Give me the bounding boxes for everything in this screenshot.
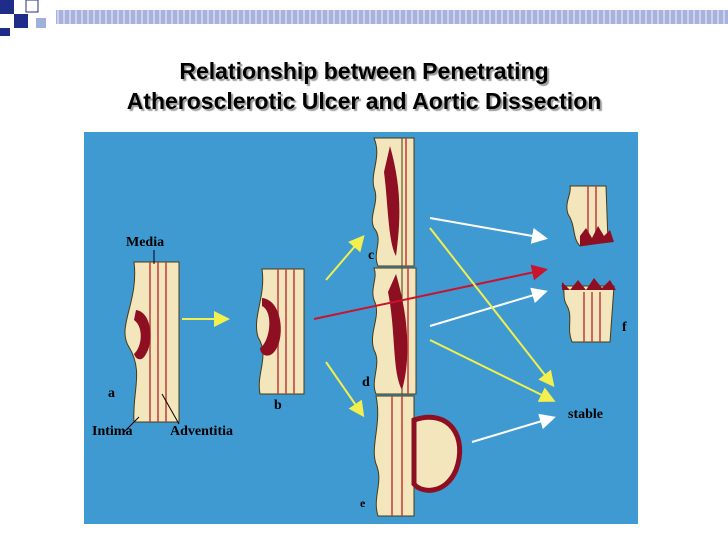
arrow-e-to-stable xyxy=(471,413,556,443)
arrow-c-to-stable xyxy=(429,227,555,388)
slide-title-line1: Relationship between Penetrating xyxy=(179,58,549,84)
label-stage-f: f xyxy=(622,320,627,335)
header-checker-squares xyxy=(0,0,46,36)
intima-pointer xyxy=(123,416,140,433)
dissection-figure: Media Intima Adventitia stable a b c d e… xyxy=(84,132,638,524)
arrow-b-to-c xyxy=(325,234,365,281)
stage-f-top-rupture xyxy=(580,226,614,246)
stage-f-vessel-top xyxy=(566,185,614,247)
header-strip-pattern xyxy=(57,10,725,24)
stage-c-dissection xyxy=(384,146,400,256)
label-stage-e: e xyxy=(360,496,366,510)
slide-title: Relationship between Penetrating Atheros… xyxy=(0,56,728,116)
label-stage-d: d xyxy=(362,375,370,390)
arrow-d-to-f xyxy=(429,287,548,327)
header-gradient-strip xyxy=(56,10,728,24)
label-stable: stable xyxy=(568,407,603,422)
arrow-c-to-f-top xyxy=(429,217,548,244)
stage-c-vessel xyxy=(371,137,415,267)
label-adventitia: Adventitia xyxy=(170,424,233,439)
adventitia-pointer xyxy=(161,393,180,425)
stage-a-vessel xyxy=(123,250,180,433)
stage-f-vessel-bottom xyxy=(561,278,616,343)
stage-f-bottom-rupture xyxy=(562,278,616,290)
stage-d-vessel xyxy=(372,267,417,395)
stage-b-vessel xyxy=(256,268,305,395)
arrow-d-to-stable xyxy=(429,339,556,402)
arrow-b-to-d xyxy=(325,361,365,418)
label-stage-b: b xyxy=(274,398,282,413)
label-media: Media xyxy=(126,235,165,250)
stage-e-aneurysm xyxy=(411,414,463,493)
label-stage-c: c xyxy=(368,248,375,263)
label-intima: Intima xyxy=(92,424,133,439)
stage-a-ulcer xyxy=(134,310,151,360)
slide-header-bar xyxy=(0,0,728,36)
dissection-diagram xyxy=(84,132,638,524)
stage-b-ulcer xyxy=(260,298,281,356)
arrow-b-to-f xyxy=(313,264,548,320)
stage-e-vessel xyxy=(373,395,463,517)
label-stage-a: a xyxy=(108,386,115,401)
slide-title-line2: Atherosclerotic Ulcer and Aortic Dissect… xyxy=(126,88,602,114)
